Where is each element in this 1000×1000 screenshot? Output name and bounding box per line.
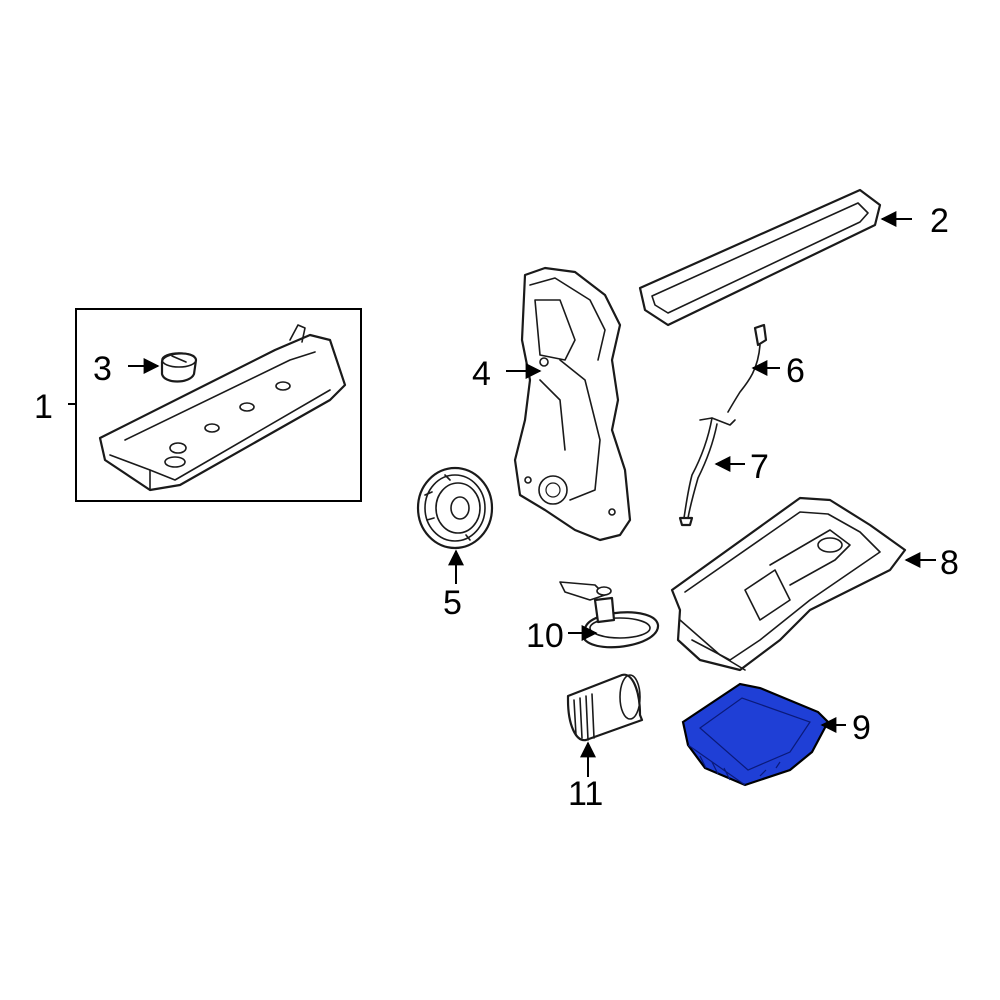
- callout-11: 11: [568, 775, 603, 813]
- callout-leaders: [68, 211, 936, 777]
- part-3-oil-cap[interactable]: [160, 352, 198, 383]
- callout-10: 10: [526, 617, 564, 655]
- callout-2: 2: [930, 202, 949, 240]
- part-7-dipstick-tube[interactable]: [678, 417, 736, 527]
- callout-5: 5: [443, 584, 462, 622]
- part-8-upper-oil-pan[interactable]: [670, 496, 907, 672]
- callout-8: 8: [940, 544, 959, 582]
- callout-1: 1: [34, 388, 53, 426]
- callout-4: 4: [472, 355, 491, 393]
- callout-3: 3: [93, 350, 112, 388]
- callout-7: 7: [750, 448, 769, 486]
- part-5-crankshaft-pulley[interactable]: [416, 466, 494, 550]
- part-2-valve-cover-gasket[interactable]: [638, 188, 882, 327]
- callout-9: 9: [852, 709, 871, 747]
- callout-labels: 1 2 3 4 5 6 7 8 9 10 11: [34, 202, 959, 813]
- callout-6: 6: [786, 352, 805, 390]
- part-10-oil-pickup[interactable]: [559, 581, 660, 649]
- part-1-valve-cover[interactable]: [75, 308, 362, 502]
- part-9-lower-oil-pan[interactable]: [681, 682, 830, 787]
- part-11-oil-filter[interactable]: [566, 673, 644, 742]
- part-4-timing-cover[interactable]: [513, 266, 632, 542]
